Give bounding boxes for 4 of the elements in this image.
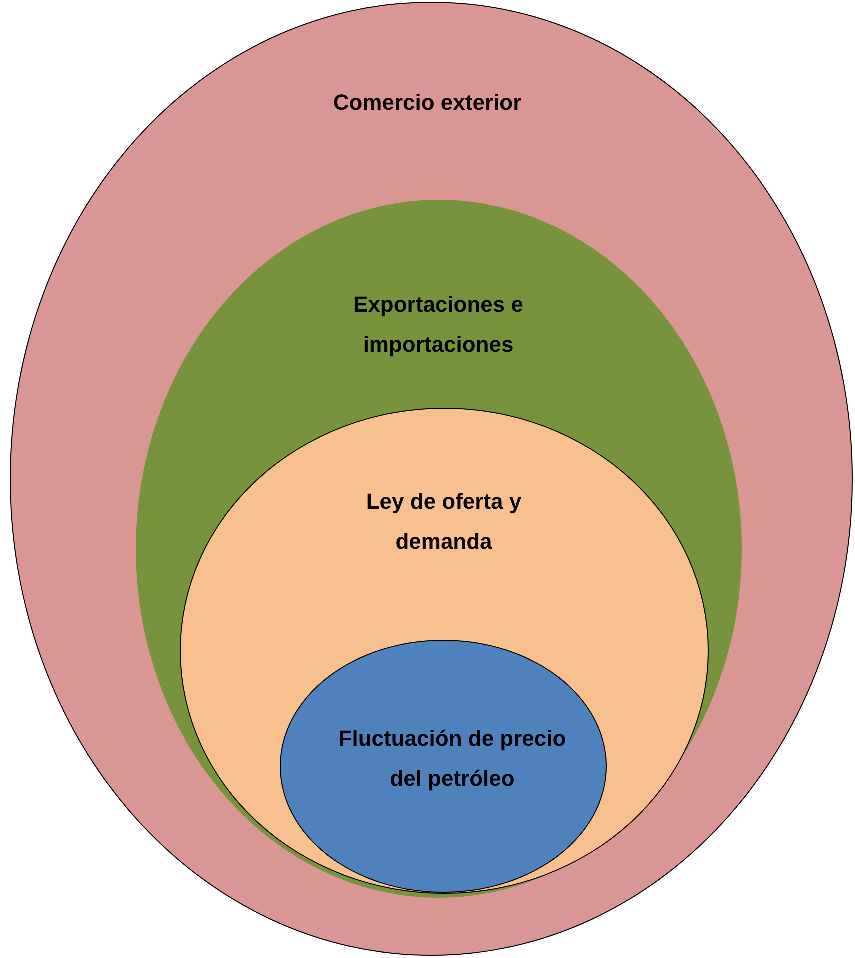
ellipse-label: Comercio exterior	[332, 88, 523, 116]
ellipse-label: Ley de oferta y demanda	[365, 488, 523, 556]
ellipse-label: Fluctuación de precio del petróleo	[338, 724, 568, 793]
ellipse-label: Exportaciones e importaciones	[352, 290, 524, 359]
